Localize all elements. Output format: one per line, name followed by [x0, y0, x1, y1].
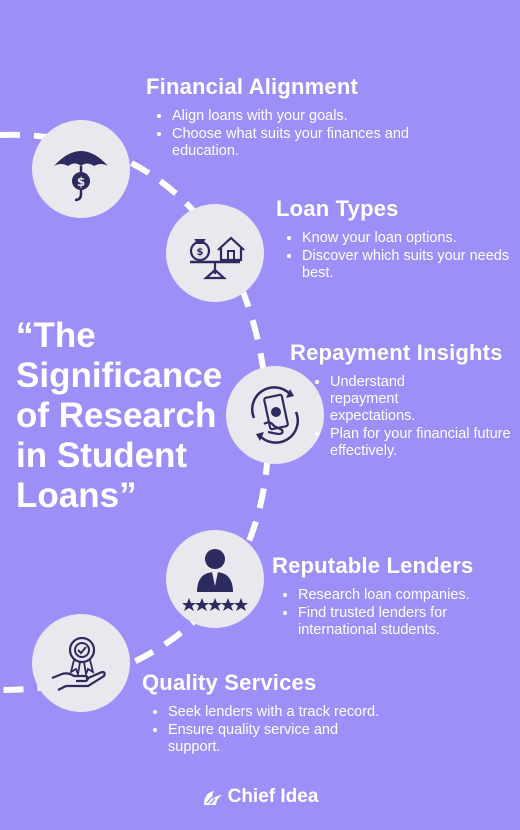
svg-text:$: $	[77, 175, 85, 189]
person-five-stars-icon	[182, 549, 248, 611]
section-title: Loan Types	[276, 196, 399, 221]
svg-text:$: $	[197, 247, 204, 258]
hand-award-badge-icon	[51, 636, 106, 691]
section-title: Repayment Insights	[290, 340, 503, 365]
bullet: Seek lenders with a track record.	[168, 704, 388, 721]
section-title: Reputable Lenders	[272, 553, 474, 578]
circle-financial-alignment: $	[32, 120, 130, 218]
circle-quality-services	[32, 614, 130, 712]
bullet: Plan for your financial future effective…	[330, 426, 520, 460]
circle-loan-types: $	[166, 204, 264, 302]
bullet: Find trusted lenders for international s…	[298, 605, 508, 639]
section-quality-services: Quality Services Seek lenders with a tra…	[142, 670, 388, 757]
brand: Chief Idea	[0, 786, 520, 808]
section-title: Financial Alignment	[146, 74, 359, 99]
circle-reputable-lenders	[166, 530, 264, 628]
bullet: Discover which suits your needs best.	[302, 248, 517, 282]
umbrella-dollar-icon: $	[54, 151, 108, 202]
circle-repayment-insights	[226, 366, 324, 464]
bullet: Choose what suits your finances and educ…	[172, 126, 452, 160]
section-loan-types: Loan Types Know your loan options. Disco…	[276, 196, 517, 283]
bullet: Understand repayment expectations.	[330, 374, 440, 425]
bullet: Know your loan options.	[302, 230, 517, 247]
bullet: Research loan companies.	[298, 587, 508, 604]
section-financial-alignment: Financial Alignment Align loans with you…	[146, 74, 452, 161]
brand-name: Chief Idea	[227, 786, 319, 807]
section-repayment-insights: Repayment Insights Understand repayment …	[290, 340, 520, 461]
bullet: Align loans with your goals.	[172, 108, 452, 125]
section-title: Quality Services	[142, 670, 317, 695]
hand-money-return-icon	[251, 386, 299, 444]
main-title: “The Significance of Research in Student…	[16, 316, 223, 515]
chief-idea-logo-icon	[203, 790, 222, 805]
money-bag-house-scale-icon: $	[189, 236, 245, 280]
bullet: Ensure quality service and support.	[168, 722, 388, 756]
section-reputable-lenders: Reputable Lenders Research loan companie…	[272, 553, 508, 640]
